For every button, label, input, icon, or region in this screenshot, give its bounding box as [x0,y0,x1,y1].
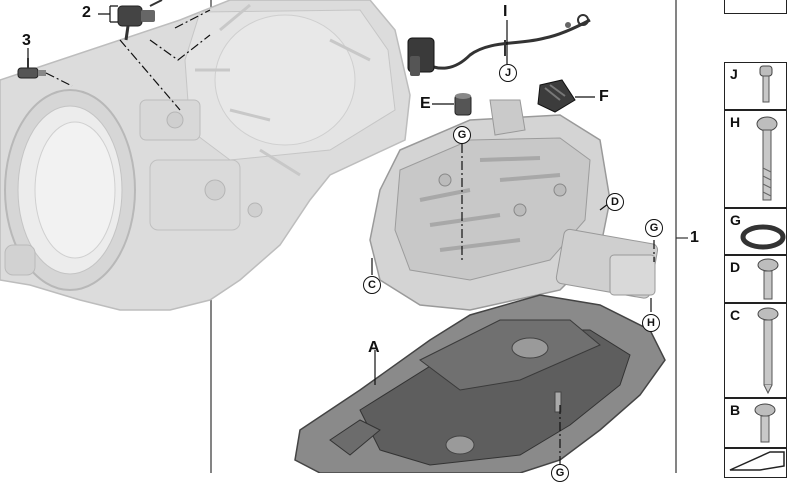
callout-a: A [368,339,380,356]
dashed-leaders-housing [45,9,211,111]
callout-e: E [420,95,431,112]
circled-ref-c: C [363,276,381,294]
legend-g-oring-icon [740,224,786,250]
legend-wedge-icon [729,451,785,471]
legend-h-bolt-icon [756,116,778,201]
legend-cell-top [724,0,787,14]
leader-lines [371,20,652,385]
circled-ref-g-bottom: G [551,464,569,482]
transmission-housing [0,0,411,311]
callout-f: F [599,88,609,105]
legend-b-screw-icon [754,403,776,443]
legend-c-bolt-icon [757,307,779,395]
valve-body [369,99,659,311]
legend-cell-d: D [724,255,787,303]
legend-cell-b: B [724,398,787,448]
circled-ref-g-right: G [645,219,663,237]
callout-i: I [503,3,508,20]
legend-cell-j: J [724,62,787,110]
legend-cell-h: H [724,110,787,208]
part-f-seal [537,79,576,113]
legend-letter-c: C [730,307,741,323]
legend-letter-g: G [730,212,741,228]
part-e-sleeve [454,93,472,116]
circled-ref-h: H [642,314,660,332]
callout-2: 2 [82,4,91,21]
circled-ref-d: D [606,193,624,211]
legend-letter-b: B [730,402,741,418]
legend-cell-c: C [724,303,787,398]
dashed-leaders-valve [461,144,655,470]
part-i-harness [407,14,591,76]
legend-letter-h: H [730,114,741,130]
legend-letter-d: D [730,259,741,275]
callout-2-bracket [98,5,118,23]
legend-d-screw-icon [757,258,779,300]
legend-j-bolt-icon [759,65,773,103]
legend-cell-bottom [724,448,787,478]
circled-ref-g-upper: G [453,126,471,144]
oil-pan [294,294,666,473]
callout-3: 3 [22,32,31,49]
legend-letter-j: J [730,66,738,82]
part-3-sensor [17,58,46,79]
legend-cell-g: G [724,208,787,255]
callout-1: 1 [690,229,699,246]
part-2-sensor [117,0,163,41]
circled-ref-j: J [499,64,517,82]
